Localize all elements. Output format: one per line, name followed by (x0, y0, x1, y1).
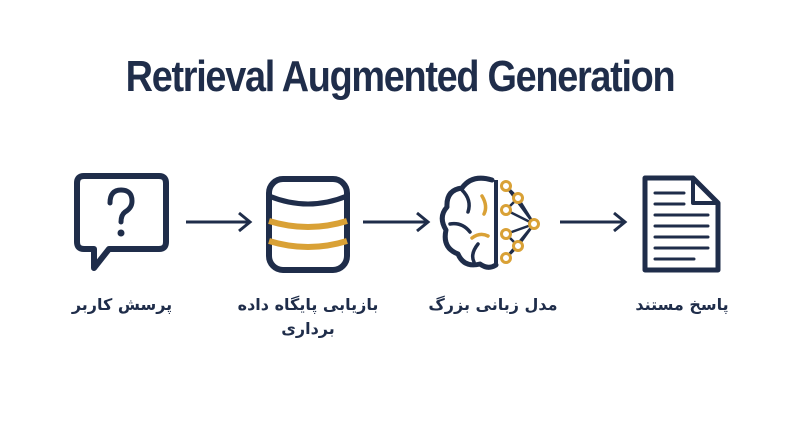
flow-arrow-2 (363, 211, 431, 233)
vector-database-icon (266, 176, 350, 273)
step-label-grounded-answer: پاسخ مستند (635, 295, 729, 314)
step-label-vector-db-retrieval: بازیابی پایگاه داده برداری (237, 295, 379, 338)
step-label-llm: مدل زبانی بزرگ (428, 295, 558, 314)
flow-arrow-1 (186, 211, 253, 233)
document-icon (642, 175, 721, 273)
question-bubble-icon (74, 173, 169, 271)
flow-arrow-3 (560, 211, 628, 233)
step-label-user-query: پرسش کاربر (71, 295, 173, 314)
diagram-title: Retrieval Augmented Generation (125, 52, 676, 101)
brain-network-icon (439, 175, 540, 270)
